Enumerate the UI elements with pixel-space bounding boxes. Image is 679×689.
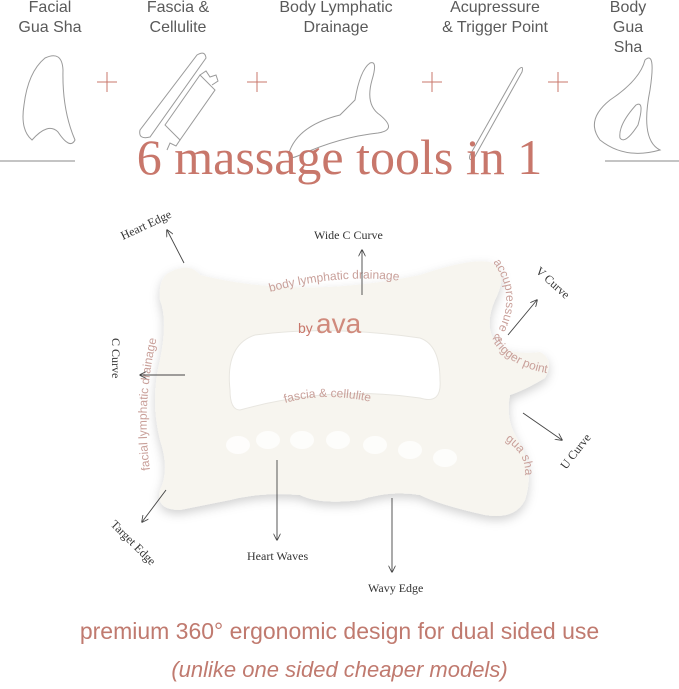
callout-v-curve: V Curve — [533, 264, 573, 302]
callout-wide-c-curve: Wide C Curve — [314, 228, 383, 242]
tool-label-facial-gua-sha: Facial Gua Sha — [18, 0, 82, 36]
callout-heart-waves: Heart Waves — [247, 549, 308, 563]
plus-icon — [422, 72, 442, 92]
headline: 6 massage tools in 1 — [136, 129, 543, 185]
plus-icon — [548, 72, 568, 92]
comparison-note: (unlike one sided cheaper models) — [171, 657, 508, 682]
body-gua-sha-icon — [593, 57, 662, 154]
plus-icon — [97, 72, 117, 92]
callout-target-edge: Target Edge — [108, 517, 159, 568]
tool-label-body-gua-sha: Body Gua Sha — [609, 0, 647, 56]
callout-u-curve: U Curve — [557, 431, 593, 472]
arrow-u-curve — [522, 412, 562, 440]
heart-bumps — [226, 431, 457, 467]
plus-signs — [97, 72, 568, 92]
brand-ava-logo: ava — [316, 308, 362, 339]
arrow-target-edge — [142, 489, 167, 522]
zone-label-middle: fascia & cellulite — [282, 386, 373, 406]
subtitle: premium 360° ergonomic design for dual s… — [79, 618, 600, 644]
arrow-heart-edge — [167, 230, 185, 264]
callout-heart-edge: Heart Edge — [118, 207, 173, 243]
acupressure-stick-icon — [469, 66, 523, 160]
callout-wavy-edge: Wavy Edge — [368, 581, 423, 595]
tool-label-fascia-cellulite: Fascia & Cellulite — [146, 0, 210, 36]
callout-c-curve: C Curve — [109, 338, 123, 378]
tool-label-body-lymphatic: Body Lymphatic Drainage — [279, 0, 393, 36]
plus-icon — [247, 72, 267, 92]
fascia-comb-icon — [139, 52, 219, 151]
handle-cutout — [228, 330, 441, 411]
brand-by: by — [298, 320, 313, 336]
lymphatic-tool-icon — [288, 62, 389, 159]
arrow-v-curve — [507, 300, 537, 336]
tool-label-acupressure: Acupressure & Trigger Point — [442, 0, 548, 36]
facial-gua-sha-icon — [22, 55, 76, 145]
